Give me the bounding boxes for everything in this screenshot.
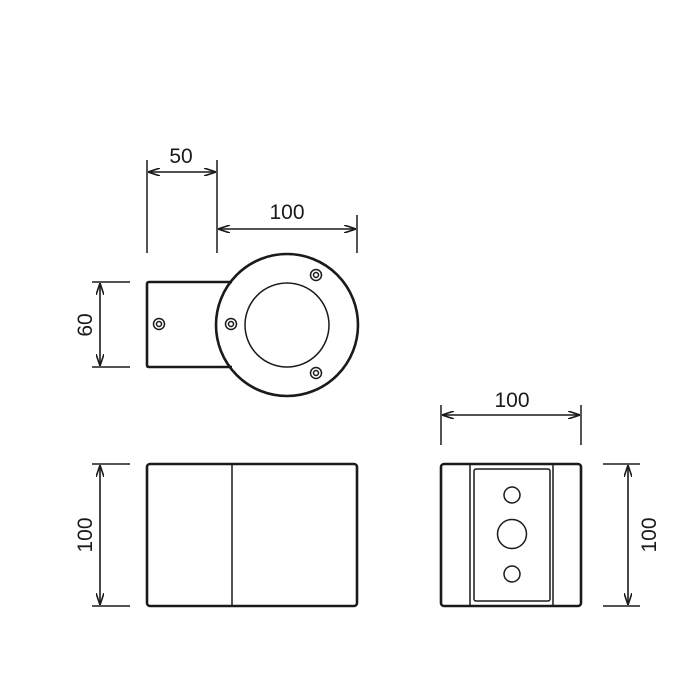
- lamp-body-circle: [214, 252, 360, 398]
- mounting-hole: [503, 565, 521, 583]
- screw-icons: [152, 268, 323, 380]
- dim-label-bracket-depth: 50: [169, 145, 192, 168]
- top-view: [145, 252, 360, 398]
- back-view: [439, 462, 583, 608]
- dim-label-back-height: 100: [638, 517, 661, 552]
- mounting-hole: [503, 486, 521, 504]
- dim-label-front-height: 100: [74, 517, 97, 552]
- dim-label-bracket-height: 60: [74, 313, 97, 336]
- lens-circle: [244, 282, 330, 368]
- front-view: [145, 462, 359, 608]
- bracket-outline: [145, 280, 232, 369]
- cable-hole: [496, 518, 528, 550]
- dim-label-top-diameter: 100: [269, 201, 304, 224]
- dimension-lines: [92, 160, 640, 607]
- dim-label-back-width: 100: [494, 389, 529, 412]
- mounting-plate: [473, 468, 551, 602]
